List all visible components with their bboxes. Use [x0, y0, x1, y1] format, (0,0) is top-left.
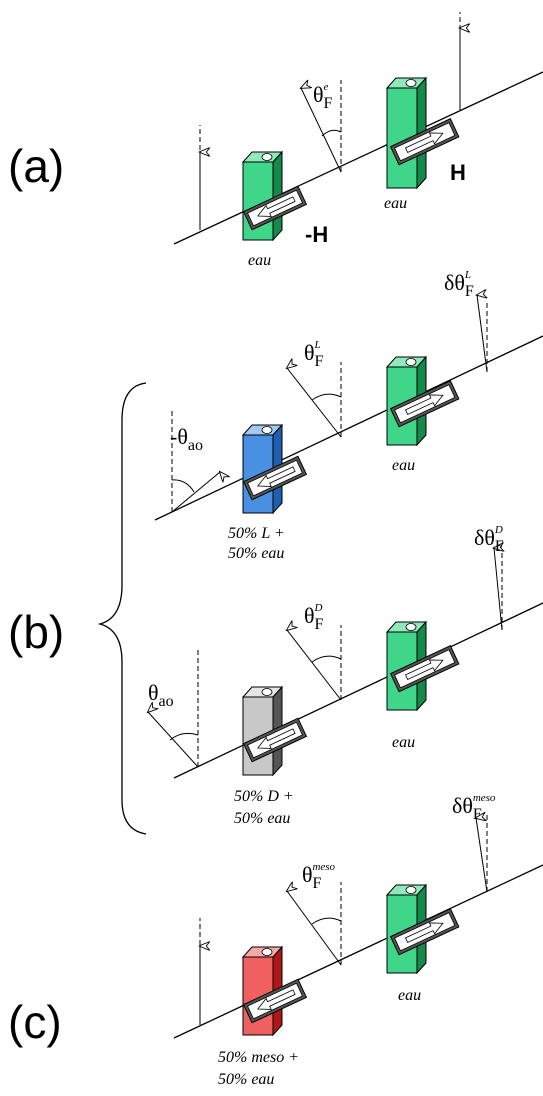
cell-caption: eau — [392, 457, 415, 474]
cell-caption: eau — [398, 987, 421, 1004]
angle-delta-theta-D: δθFD — [474, 524, 504, 555]
output-polarization-arrow — [477, 295, 487, 373]
panel-b-L: -θao 50% L + 50% eau θFL — [154, 269, 543, 562]
angle-theta-meso: θFmeso — [302, 861, 336, 892]
sample-cell — [385, 355, 460, 447]
panel-label-c: (c) — [8, 996, 62, 1048]
angle-delta-theta-L: δθFL — [444, 269, 474, 300]
polarization-arrow — [171, 472, 220, 513]
cell-caption-line1: 50% D + — [234, 788, 294, 805]
panel-c: (c) 50% meso + 50% eau θFmeso — [8, 792, 543, 1088]
angle-theta-ao: θao — [148, 680, 174, 710]
panel-b-D: θao 50% D + 50% eau θFD — [148, 524, 543, 827]
cell-caption: eau — [392, 734, 415, 751]
sample-cell-L — [241, 423, 308, 515]
sample-cell — [385, 76, 460, 190]
rotated-polarization-arrow — [301, 88, 342, 173]
cell-caption-line1: 50% meso + — [218, 1049, 299, 1066]
cell-caption-line2: 50% eau — [234, 810, 290, 827]
sample-cell-meso — [241, 945, 308, 1037]
beam-axis — [154, 335, 543, 521]
panel-label-b: (b) — [8, 606, 64, 658]
cell-caption-line2: 50% eau — [218, 1071, 274, 1088]
rotated-polarization-arrow — [287, 368, 342, 438]
angle-minus-theta-ao: -θao — [170, 424, 203, 454]
panel-b-bracket — [97, 382, 147, 835]
beam-axis — [173, 602, 543, 779]
field-label-pos: H — [450, 160, 466, 185]
angle-delta-theta-meso: δθFmeso — [452, 792, 496, 823]
cell-caption-line1: 50% L + — [228, 525, 285, 542]
cell-caption: eau — [384, 195, 407, 212]
sample-cell — [385, 620, 460, 712]
rotated-polarization-arrow — [287, 891, 342, 966]
polarization-arrow — [148, 712, 199, 768]
sample-cell — [385, 883, 460, 975]
sample-cell — [241, 150, 308, 242]
angle-theta-D: θFD — [304, 602, 324, 633]
beam-axis — [173, 864, 543, 1039]
field-label-neg: -H — [305, 222, 328, 247]
cell-caption-line2: 50% eau — [228, 545, 284, 562]
output-polarization-arrow — [476, 818, 488, 893]
panel-label-a: (a) — [8, 140, 64, 192]
sample-cell-D — [241, 685, 308, 777]
panel-a: (a) -H eau θFe — [8, 12, 543, 269]
cell-caption: eau — [248, 252, 271, 269]
beam-axis — [173, 71, 543, 245]
output-polarization-arrow — [494, 548, 502, 631]
rotated-polarization-arrow — [287, 630, 342, 701]
angle-theta-L: θFL — [304, 339, 324, 370]
angle-theta-e: θFe — [313, 81, 333, 112]
